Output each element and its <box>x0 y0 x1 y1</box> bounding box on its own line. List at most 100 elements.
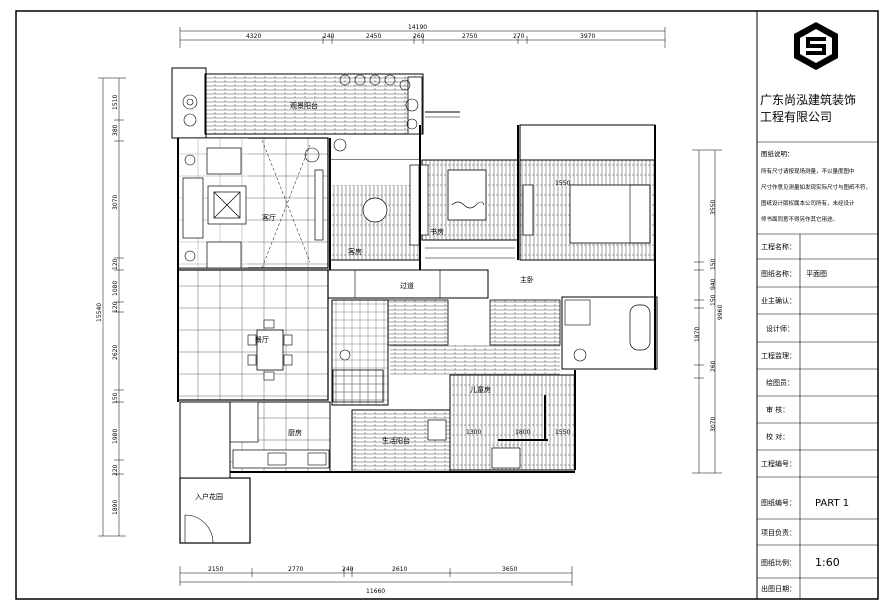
dim-bottom-3: 240 <box>342 566 354 573</box>
floor-plan: 观景阳台 客厅 <box>171 67 658 544</box>
notes-line-2: 尺寸作意见测量如发现实际尺寸与图纸不符， <box>761 183 871 191</box>
dim-top-4: 260 <box>413 33 425 40</box>
company-name-line1: 广东尚泓建筑装饰 <box>760 92 856 107</box>
tb-label-drafter: 绘图员： <box>766 378 794 387</box>
toilet-icon <box>339 349 351 361</box>
title-block-row-lines <box>757 258 878 579</box>
tb-label-check: 校 对： <box>766 432 789 441</box>
dim-left-1: 1510 <box>112 95 119 110</box>
plant-icon <box>304 147 320 163</box>
tb-label-designer: 设计师： <box>766 324 794 333</box>
dim-top-5: 2750 <box>462 33 477 40</box>
stove-icon <box>307 452 327 466</box>
title-block: 广东尚泓建筑装饰 工程有限公司 图纸说明： 所有尺寸请按现场测量，不以量度图中 … <box>756 11 878 599</box>
dimension-top <box>179 27 666 48</box>
dim-left-5: 1080 <box>112 281 119 296</box>
tv-cabinet <box>314 169 324 241</box>
sink-icon <box>267 452 287 466</box>
tb-label-drawing-name: 图纸名称： <box>761 269 796 278</box>
dim-bottom-2: 2770 <box>288 566 303 573</box>
dim-left-10: 220 <box>112 464 119 476</box>
dim-top-6: 270 <box>513 33 525 40</box>
dimension-left <box>98 77 126 537</box>
dim-left-8: 150 <box>112 392 119 404</box>
tb-label-leader: 项目负责： <box>761 528 796 537</box>
dim-right-outer-2: 1870 <box>694 327 701 342</box>
room-service-balcony <box>351 409 451 473</box>
dim-right-total: 9960 <box>717 305 724 320</box>
tb-label-drawing-no: 图纸编号： <box>761 498 796 507</box>
dim-right-inner-4: 260 <box>710 360 717 372</box>
dim-top-7: 3970 <box>580 33 595 40</box>
notes-line-3: 图纸设计版权属本公司所有，未经设计 <box>761 199 855 207</box>
room-balcony <box>171 67 460 152</box>
dimension-right <box>692 149 722 474</box>
tb-value-drawing-no: PART 1 <box>815 498 849 509</box>
dim-right-outer-1: 3550 <box>710 200 717 215</box>
inner-dim-1: 1300 <box>466 429 481 436</box>
tb-label-scale: 图纸比例： <box>761 558 796 567</box>
toilet-icon <box>573 348 587 362</box>
label-living: 客厅 <box>262 213 276 222</box>
room-corridor <box>327 269 489 299</box>
wardrobe <box>409 164 420 246</box>
dim-bottom-4: 2610 <box>392 566 407 573</box>
inner-dim-3: 1550 <box>555 180 570 187</box>
dim-left-7: 2620 <box>112 345 119 360</box>
chair-icon <box>247 319 293 381</box>
inner-dim-4: 1550 <box>555 429 570 436</box>
sheet-border <box>15 10 879 600</box>
dim-left-3: 3070 <box>112 195 119 210</box>
label-dining: 餐厅 <box>255 335 269 344</box>
dim-right-inner-1: 150 <box>710 258 717 270</box>
tb-value-scale: 1:60 <box>815 556 840 569</box>
tb-value-drawing-name: 平面图 <box>806 270 827 278</box>
tb-label-date: 出图日期： <box>761 584 796 593</box>
label-kitchen: 厨房 <box>288 428 302 437</box>
tb-label-project: 工程名称： <box>761 242 796 251</box>
dim-left-total: 15540 <box>96 303 103 322</box>
dim-top-1: 4320 <box>246 33 261 40</box>
dim-right-outer-3: 3070 <box>710 417 717 432</box>
dim-top-total: 14190 <box>408 24 427 31</box>
inner-dim-2: 1800 <box>515 429 530 436</box>
dim-left-11: 1890 <box>112 500 119 515</box>
washer-icon <box>427 419 447 441</box>
room-bathroom-2 <box>489 296 658 370</box>
dimension-bottom <box>179 566 573 586</box>
bed-icon <box>569 184 651 244</box>
dim-right-inner-3: 150 <box>710 294 717 306</box>
lamp-icon <box>184 250 196 262</box>
notes-line-1: 所有尺寸请按现场测量，不以量度图中 <box>761 167 855 175</box>
label-child: 儿童房 <box>470 385 491 394</box>
bed-icon <box>491 447 521 469</box>
sofa-icon <box>182 147 247 269</box>
dim-left-9: 1980 <box>112 429 119 444</box>
dim-bottom-1: 2150 <box>208 566 223 573</box>
room-living <box>177 137 329 269</box>
lamp-icon <box>184 154 196 166</box>
label-service-balcony: 生活阳台 <box>382 436 410 445</box>
room-study <box>419 159 519 259</box>
plant-icon <box>182 74 419 152</box>
label-study: 书房 <box>430 227 444 236</box>
dim-bottom-5: 3650 <box>502 566 517 573</box>
room-garden <box>179 401 251 544</box>
company-name-line2: 工程有限公司 <box>760 109 832 124</box>
dim-bottom-total: 11660 <box>366 588 385 595</box>
tb-label-supervisor: 工程监理： <box>761 351 796 360</box>
dim-top-2: 240 <box>323 33 335 40</box>
tb-label-project-no: 工程编号： <box>761 459 796 468</box>
exterior-walls <box>177 125 656 473</box>
label-master: 主卧 <box>520 275 534 284</box>
tb-label-owner: 业主确认： <box>761 296 796 305</box>
dim-top-3: 2450 <box>366 33 381 40</box>
label-garden: 入户花园 <box>195 492 223 501</box>
room-dining <box>177 269 329 401</box>
dim-right-inner-2: 940 <box>710 278 717 290</box>
tb-label-review: 审 核： <box>766 405 789 414</box>
chair-icon <box>362 197 388 223</box>
dim-left-6: 120 <box>112 301 119 313</box>
notes-line-4: 师书面同意不得另作其它用途。 <box>761 215 838 223</box>
